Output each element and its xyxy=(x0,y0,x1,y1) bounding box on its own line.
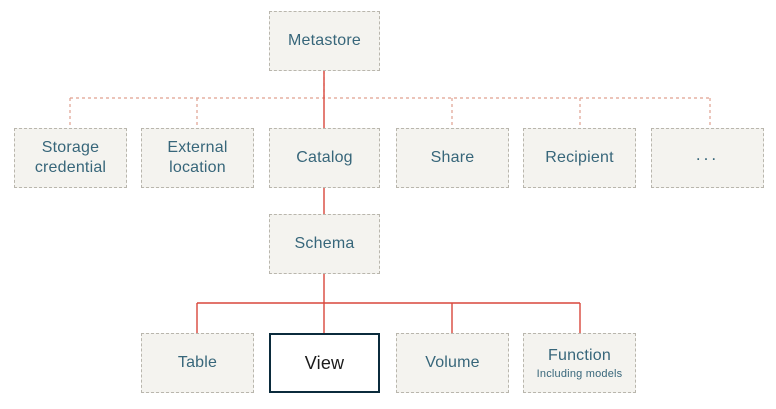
node-external-location-label-line1: External xyxy=(167,139,228,156)
node-share-label: Share xyxy=(430,149,475,166)
node-storage-credential-label-line1: Storage xyxy=(41,139,100,156)
node-recipient-label: Recipient xyxy=(545,149,614,166)
node-more-label: ... xyxy=(695,145,720,165)
node-metastore[interactable]: Metastore xyxy=(269,11,380,71)
node-function-label: Function xyxy=(548,346,611,364)
node-view[interactable]: View xyxy=(269,333,380,393)
node-table[interactable]: Table xyxy=(141,333,254,393)
node-storage-credential[interactable]: Storage credential xyxy=(14,128,127,188)
node-metastore-label: Metastore xyxy=(288,32,361,49)
node-external-location-label-line2: location xyxy=(169,159,226,176)
node-function[interactable]: Function Including models xyxy=(523,333,636,393)
node-schema[interactable]: Schema xyxy=(269,214,380,274)
node-more[interactable]: ... xyxy=(651,128,764,188)
node-external-location[interactable]: External location xyxy=(141,128,254,188)
node-recipient[interactable]: Recipient xyxy=(523,128,636,188)
node-table-label: Table xyxy=(177,354,218,371)
node-volume[interactable]: Volume xyxy=(396,333,509,393)
node-schema-label: Schema xyxy=(294,235,355,252)
node-catalog-label: Catalog xyxy=(296,149,353,166)
node-share[interactable]: Share xyxy=(396,128,509,188)
node-storage-credential-label-line2: credential xyxy=(34,159,107,176)
node-volume-label: Volume xyxy=(425,354,480,371)
node-function-sublabel: Including models xyxy=(536,367,623,380)
node-catalog[interactable]: Catalog xyxy=(269,128,380,188)
node-view-label: View xyxy=(304,352,345,373)
